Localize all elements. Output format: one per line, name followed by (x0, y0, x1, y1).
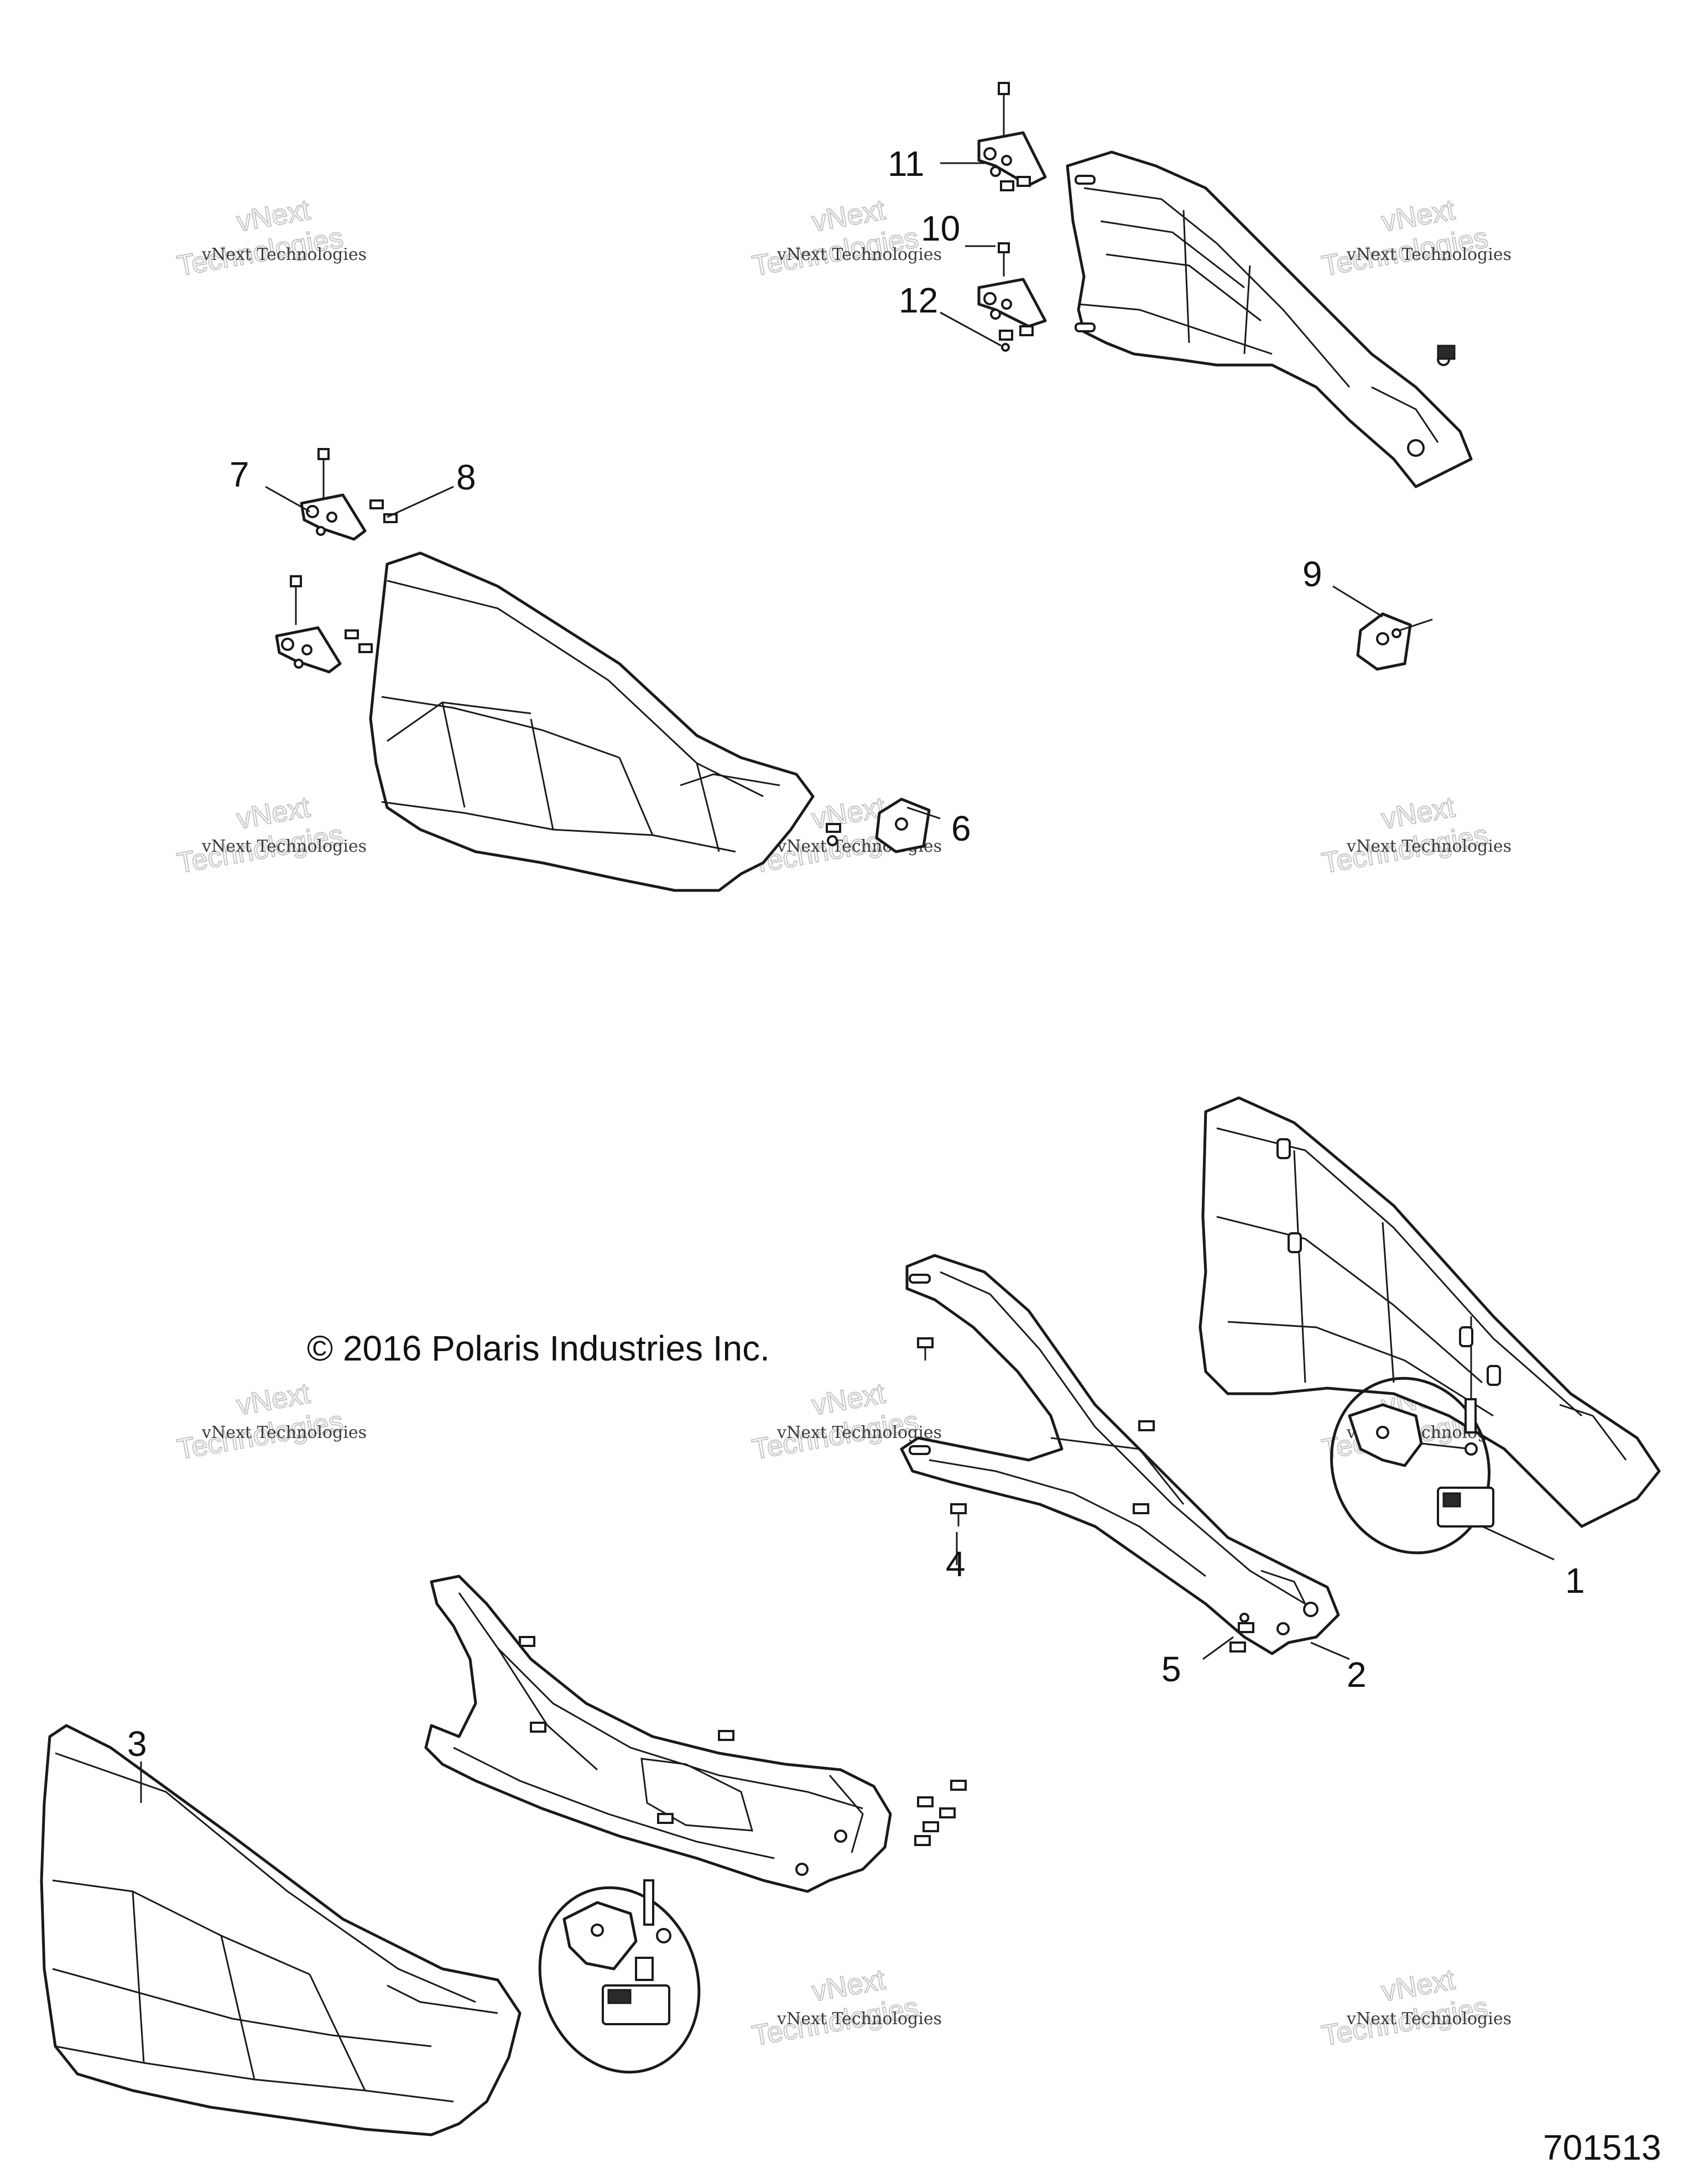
watermark: vNext Technologies (1319, 790, 1491, 880)
lower-door-shell (1198, 1096, 1661, 1528)
watermark-small: vNext Technologies (776, 2009, 942, 2029)
copyright-notice: © 2016 Polaris Industries Inc. (307, 1328, 770, 1368)
callout-9: 9 (1302, 554, 1322, 594)
watermark: vNext Technologies (174, 193, 346, 283)
lower-door-frame (900, 1254, 1340, 1655)
watermark-small: vNext Technologies (1346, 2009, 1512, 2029)
upper-door-frame (1066, 150, 1473, 488)
watermark-small: vNext Technologies (1346, 245, 1512, 264)
watermark-small: vNext Technologies (1346, 837, 1512, 856)
latch-plate-left (826, 798, 931, 853)
latch-assembly-left (538, 1879, 701, 2074)
callout-1: 1 (1565, 1561, 1585, 1601)
watermark-small: vNext Technologies (201, 245, 367, 264)
callout-7: 7 (230, 455, 249, 494)
watermark-small: vNext Technologies (776, 245, 942, 264)
watermark: vNext Technologies (749, 1963, 921, 2052)
callout-2: 2 (1347, 1655, 1367, 1695)
lower-left-frame (424, 1575, 967, 1893)
callout-3: 3 (127, 1724, 147, 1764)
watermark-small: vNext Technologies (201, 837, 367, 856)
latch-assembly-right (1330, 1377, 1494, 1555)
callout-10: 10 (921, 209, 960, 248)
figure-id: 701513 (1543, 2128, 1661, 2167)
callout-12: 12 (899, 280, 938, 320)
watermark: vNext Technologies (1319, 193, 1491, 283)
hinge-bracket-left-lower (275, 575, 373, 674)
watermark: vNext Technologies (749, 1377, 921, 1466)
watermark-small: vNext Technologies (201, 1423, 367, 1442)
hinge-bracket-lower (977, 242, 1047, 352)
callout-6: 6 (951, 809, 971, 848)
hinge-bracket-upper (977, 82, 1047, 191)
latch-plate-upper (1356, 612, 1433, 671)
leader-lines (140, 162, 1555, 1803)
screws-frame (917, 1337, 1254, 1653)
callout-4: 4 (946, 1544, 966, 1584)
watermark: vNext Technologies (174, 1377, 346, 1466)
callouts: 1 2 3 4 5 6 7 8 9 10 11 12 (127, 144, 1585, 1764)
callout-11: 11 (888, 144, 924, 184)
callout-8: 8 (456, 457, 476, 497)
lower-door-panel (40, 1724, 522, 2136)
watermark: vNext Technologies (174, 790, 346, 880)
callout-5: 5 (1161, 1649, 1181, 1689)
hinge-bracket-left-upper (300, 448, 398, 541)
watermark: vNext Technologies (749, 193, 921, 283)
upper-door-panel (369, 551, 815, 892)
watermark: vNext Technologies (1319, 1963, 1491, 2052)
